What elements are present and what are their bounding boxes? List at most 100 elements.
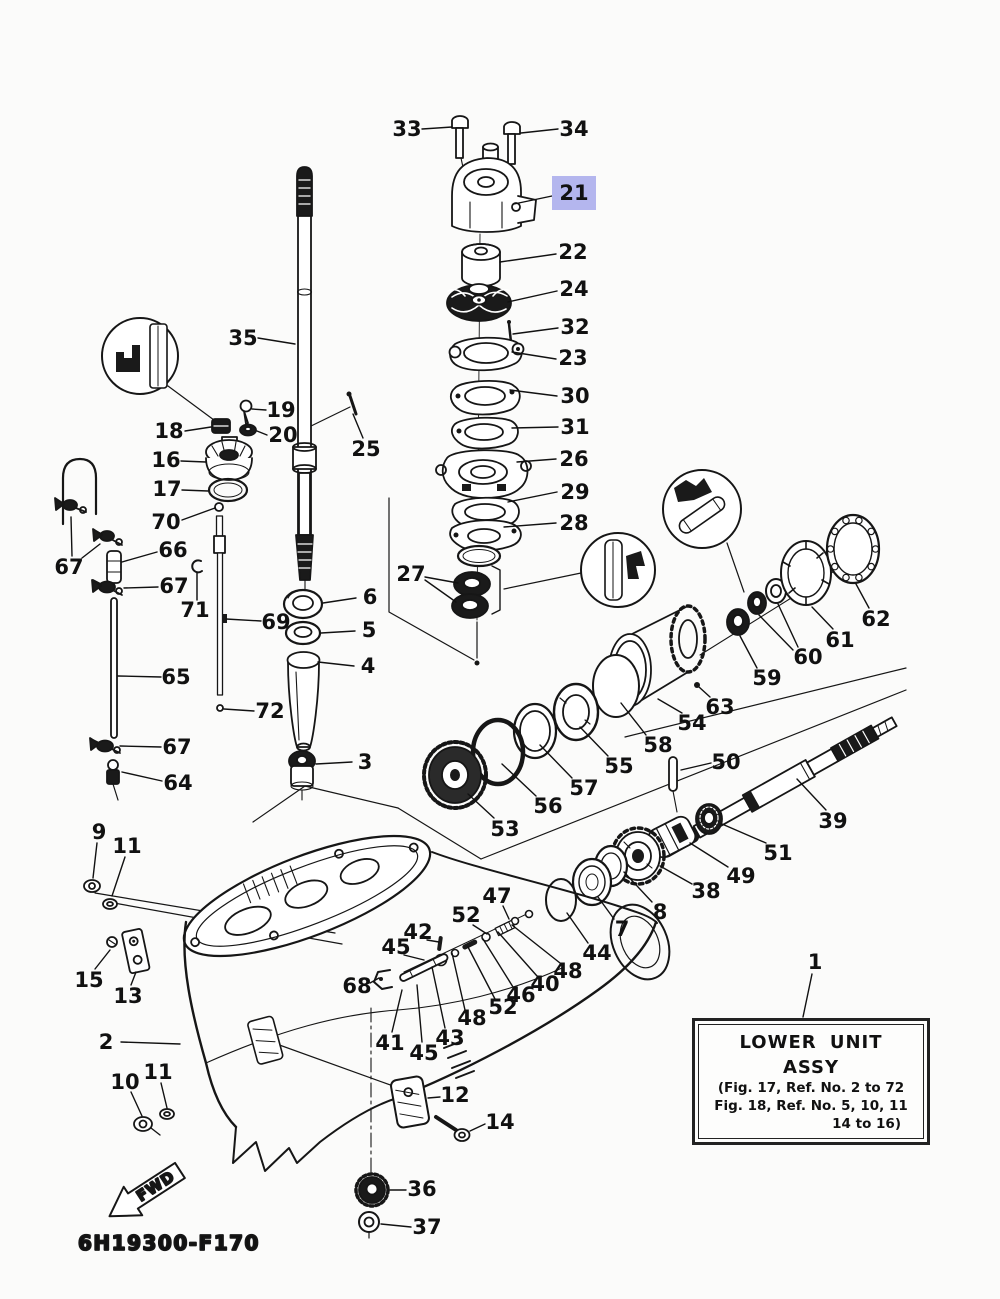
bearing-pair-27	[451, 565, 501, 619]
part-label-36: 36	[407, 1177, 436, 1201]
leader-line-46	[482, 938, 514, 988]
nut-36	[354, 1172, 390, 1208]
info-box-subtitle: ASSY	[782, 1057, 840, 1078]
part-label-18: 18	[154, 419, 183, 443]
leader-line-45	[403, 954, 425, 961]
part-label-67: 67	[54, 555, 83, 579]
bearing-6	[282, 588, 324, 620]
leader-line-39	[796, 778, 827, 811]
clip-69	[222, 614, 227, 623]
clutch-dog-49	[647, 815, 697, 859]
part-label-29: 29	[560, 480, 589, 504]
part-label-65: 65	[161, 665, 190, 689]
clamp-67a	[54, 497, 87, 514]
leader-line-13	[130, 971, 137, 986]
fwd-arrow: FWD	[108, 1161, 186, 1218]
leader-line-55	[579, 726, 609, 757]
part-label-45: 45	[409, 1041, 438, 1065]
part-label-38: 38	[691, 879, 720, 903]
diagram-code: 6H19300-F170	[78, 1231, 260, 1255]
bolt-14	[434, 1115, 471, 1142]
part-label-13: 13	[113, 984, 142, 1008]
seal-7	[571, 857, 613, 907]
part-label-62: 62	[861, 607, 890, 631]
part-label-32: 32	[560, 315, 589, 339]
leader-line-67	[123, 586, 159, 589]
pump-base-26	[435, 449, 532, 499]
part-label-66: 66	[158, 538, 187, 562]
part-label-48: 48	[553, 959, 582, 983]
leader-line-43	[431, 966, 446, 1029]
part-label-42: 42	[403, 920, 432, 944]
leader-line-12	[427, 1096, 441, 1099]
bearing-62	[825, 513, 881, 585]
leader-line-20	[256, 430, 268, 436]
part-label-67: 67	[162, 735, 191, 759]
part-label-37: 37	[412, 1215, 441, 1239]
leader-line-35	[257, 337, 296, 345]
leader-line-70	[181, 507, 216, 521]
sleeve-4	[286, 651, 321, 752]
part-label-47: 47	[482, 884, 511, 908]
part-label-24: 24	[559, 277, 588, 301]
part-label-57: 57	[569, 776, 598, 800]
part-label-35: 35	[228, 326, 257, 350]
leader-line-54	[657, 698, 683, 714]
roller-callout-upper	[662, 469, 742, 549]
part-label-23: 23	[558, 346, 587, 370]
info-box-note3: 14 to 16)	[832, 1116, 901, 1132]
leader-line-21	[513, 195, 553, 205]
gasket-31	[450, 416, 519, 450]
part-label-19: 19	[266, 398, 295, 422]
pin-63	[694, 682, 700, 688]
leader-line-27	[424, 576, 459, 584]
part-label-70: 70	[151, 510, 180, 534]
part-label-9: 9	[92, 820, 107, 844]
screw-15	[106, 936, 118, 948]
clamp-67d	[89, 737, 121, 754]
shift-parts-chain	[373, 909, 534, 990]
leader-line-10	[130, 1091, 143, 1117]
leader-line-29	[507, 491, 558, 503]
part-label-31: 31	[560, 415, 589, 439]
part-label-52: 52	[451, 903, 480, 927]
part-label-11: 11	[143, 1060, 172, 1084]
part-label-46: 46	[506, 983, 535, 1007]
leader-line-69	[225, 618, 262, 622]
bracket-13	[121, 928, 151, 974]
pump-insert-22	[461, 243, 501, 287]
part-label-22: 22	[558, 240, 587, 264]
part-label-7: 7	[615, 917, 630, 941]
leader-line-30	[509, 389, 558, 397]
pin-25	[346, 391, 358, 416]
leader-line-72	[223, 708, 255, 712]
leader-line-26	[516, 458, 557, 463]
leader-line-47	[502, 905, 510, 920]
leader-line-65	[117, 675, 162, 678]
forward-gear-train	[422, 513, 881, 810]
part-label-61: 61	[825, 628, 854, 652]
part-label-58: 58	[643, 733, 672, 757]
part-label-71: 71	[180, 598, 209, 622]
bearing-55	[552, 682, 600, 742]
washer-11b	[159, 1108, 175, 1120]
leader-line-1	[802, 973, 813, 1018]
part-label-8: 8	[653, 900, 668, 924]
part-label-12: 12	[440, 1083, 469, 1107]
part-label-34: 34	[559, 117, 588, 141]
leader-line-67	[70, 516, 73, 557]
ring-58	[592, 654, 640, 718]
fwd-label: FWD	[133, 1167, 178, 1205]
part-label-43: 43	[435, 1026, 464, 1050]
part-label-69: 69	[261, 610, 290, 634]
leader-line-27	[424, 579, 457, 603]
fitting-64	[106, 759, 120, 801]
part-label-20: 20	[268, 423, 297, 447]
clamp-67b	[92, 528, 123, 546]
clamp-67c	[91, 579, 123, 596]
part-label-55: 55	[604, 754, 633, 778]
leader-line-7	[597, 896, 615, 920]
part-label-49: 49	[726, 864, 755, 888]
leader-line-22	[499, 253, 557, 263]
o-ring-56	[470, 717, 526, 787]
